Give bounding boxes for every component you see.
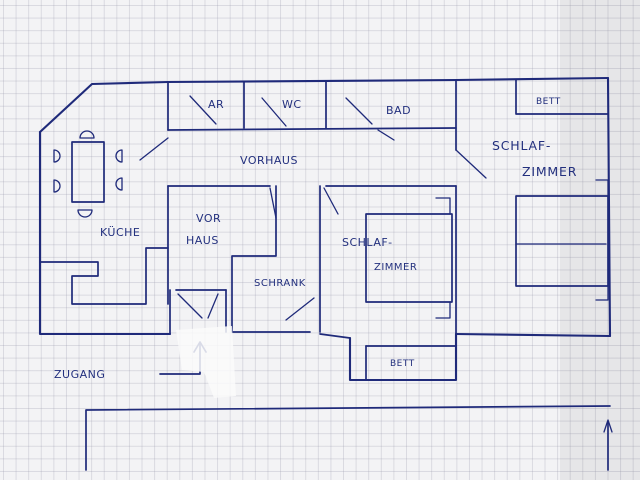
kitchen-diagonal-wall <box>38 80 170 134</box>
paper-shadow <box>560 0 640 480</box>
double-bed <box>515 195 609 287</box>
label-schlafzimmer-main-2: ZIMMER <box>522 164 577 179</box>
dining-table <box>71 141 105 203</box>
label-schlafzimmer-main-1: SCHLAF- <box>492 138 551 153</box>
label-schlafzimmer-small-1: SCHLAF- <box>342 236 393 249</box>
chair-top <box>79 130 95 139</box>
kitchen-door <box>139 137 169 161</box>
small-bedroom-bottom <box>319 333 351 339</box>
bedroom-bottom-wall <box>348 332 458 382</box>
label-zugang: ZUGANG <box>54 368 105 381</box>
top-outer-wall <box>166 76 610 84</box>
label-ar: AR <box>208 98 224 111</box>
label-bad: BAD <box>386 104 411 117</box>
main-bedroom-door <box>455 149 487 179</box>
chair-left-2 <box>53 179 61 193</box>
right-outer-wall <box>606 76 612 338</box>
chair-right-1 <box>115 149 123 163</box>
wc-door <box>261 97 287 127</box>
label-vorhaus-left-2: HAUS <box>186 234 219 247</box>
single-bed <box>365 213 453 303</box>
small-nightstand-top <box>435 197 451 215</box>
doors <box>139 95 487 321</box>
label-schlafzimmer-small-2: ZIMMER <box>374 262 417 273</box>
label-bett-top: BETT <box>536 97 561 107</box>
bottom-right-wall <box>454 332 612 338</box>
tape-patch <box>176 326 236 398</box>
small-nightstand-bottom <box>435 301 451 319</box>
label-vorhaus-top: VORHAUS <box>240 154 298 167</box>
chair-right-2 <box>115 177 123 191</box>
bad-door <box>345 97 373 125</box>
chair-left-1 <box>53 149 61 163</box>
label-schrank: SCHRANK <box>254 278 306 289</box>
label-kueche: KÜCHE <box>100 226 140 239</box>
lower-frame-line <box>85 405 611 471</box>
bett-top-box <box>515 79 609 115</box>
schrank-wall <box>231 185 311 333</box>
nightstand-top <box>595 179 609 197</box>
lower-frame-arrow <box>603 419 613 433</box>
nightstand-bottom <box>595 285 609 301</box>
kitchen-counter <box>39 247 169 305</box>
room-labels: AR WC BAD BETT SCHLAF- ZIMMER VORHAUS VO… <box>54 97 577 381</box>
interior-walls <box>167 79 457 339</box>
lower-frame <box>85 405 613 471</box>
small-bedroom-door <box>323 187 339 215</box>
kitchen-outer-wall <box>38 130 172 336</box>
label-bett-bottom: BETT <box>390 359 415 369</box>
schrank-door <box>285 297 315 321</box>
small-rooms-bottom-wall <box>167 127 457 131</box>
vorhaus-bad-door <box>377 129 395 141</box>
chair-bottom <box>77 209 93 218</box>
vorhaus-right-door <box>269 187 277 219</box>
entry-door-left <box>177 293 203 319</box>
entry-door-right <box>207 293 219 319</box>
kitchen-furniture <box>39 130 169 305</box>
bedroom-furniture <box>365 79 609 381</box>
label-vorhaus-left-1: VOR <box>196 212 221 225</box>
label-wc: WC <box>282 98 302 111</box>
ar-door <box>189 95 217 125</box>
